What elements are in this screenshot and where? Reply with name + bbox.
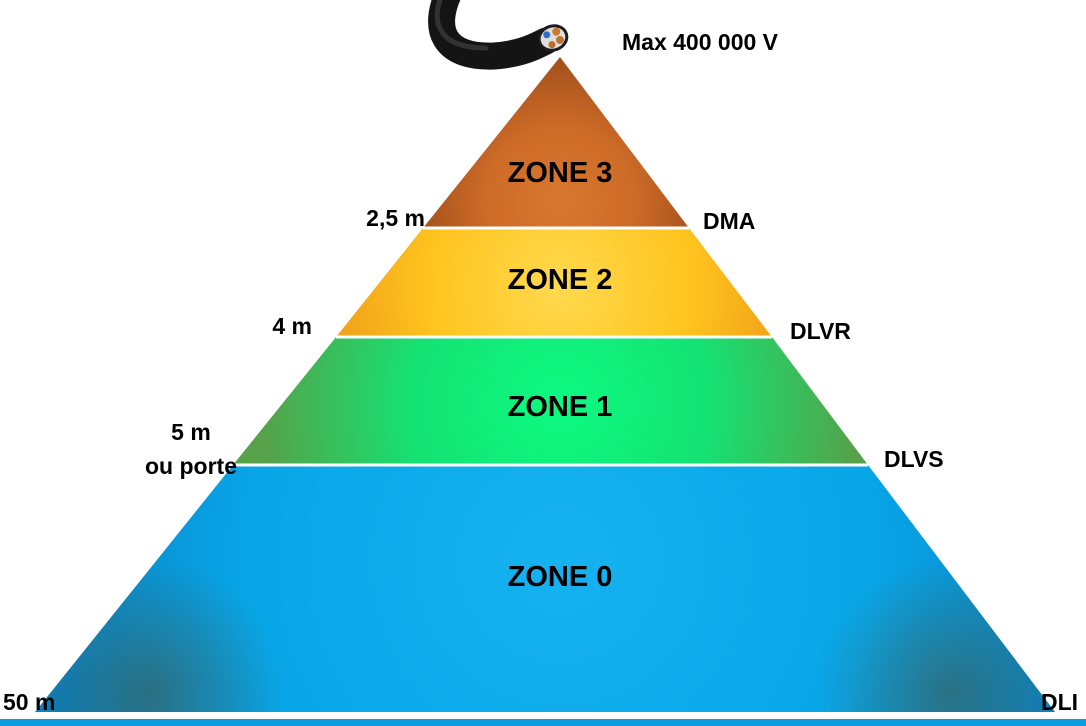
zone3-label: ZONE 3	[508, 157, 613, 189]
dli-label: DLI	[1041, 689, 1078, 715]
distance-ou-porte-label: ou porte	[145, 453, 237, 479]
zone2-label: ZONE 2	[508, 264, 613, 296]
distance-50m-label: 50 m	[3, 689, 55, 715]
distance-5m-label: 5 m	[171, 419, 211, 445]
zone3-shape	[423, 57, 689, 228]
dma-label: DMA	[703, 208, 755, 234]
zone1-label: ZONE 1	[508, 391, 613, 423]
distance-2-5m-label: 2,5 m	[366, 205, 425, 231]
zone2-shape	[336, 228, 772, 337]
zone0-label: ZONE 0	[508, 561, 613, 593]
zone1-shape	[233, 337, 868, 465]
dlvr-label: DLVR	[790, 318, 851, 344]
zone0-shape	[35, 465, 1055, 712]
power-cable-illustration	[428, 0, 569, 70]
baseline-strip	[0, 719, 1086, 726]
distance-4m-label: 4 m	[272, 313, 312, 339]
dlvs-label: DLVS	[884, 446, 944, 472]
max-voltage-label: Max 400 000 V	[622, 29, 779, 55]
zone-separators	[233, 226, 868, 467]
